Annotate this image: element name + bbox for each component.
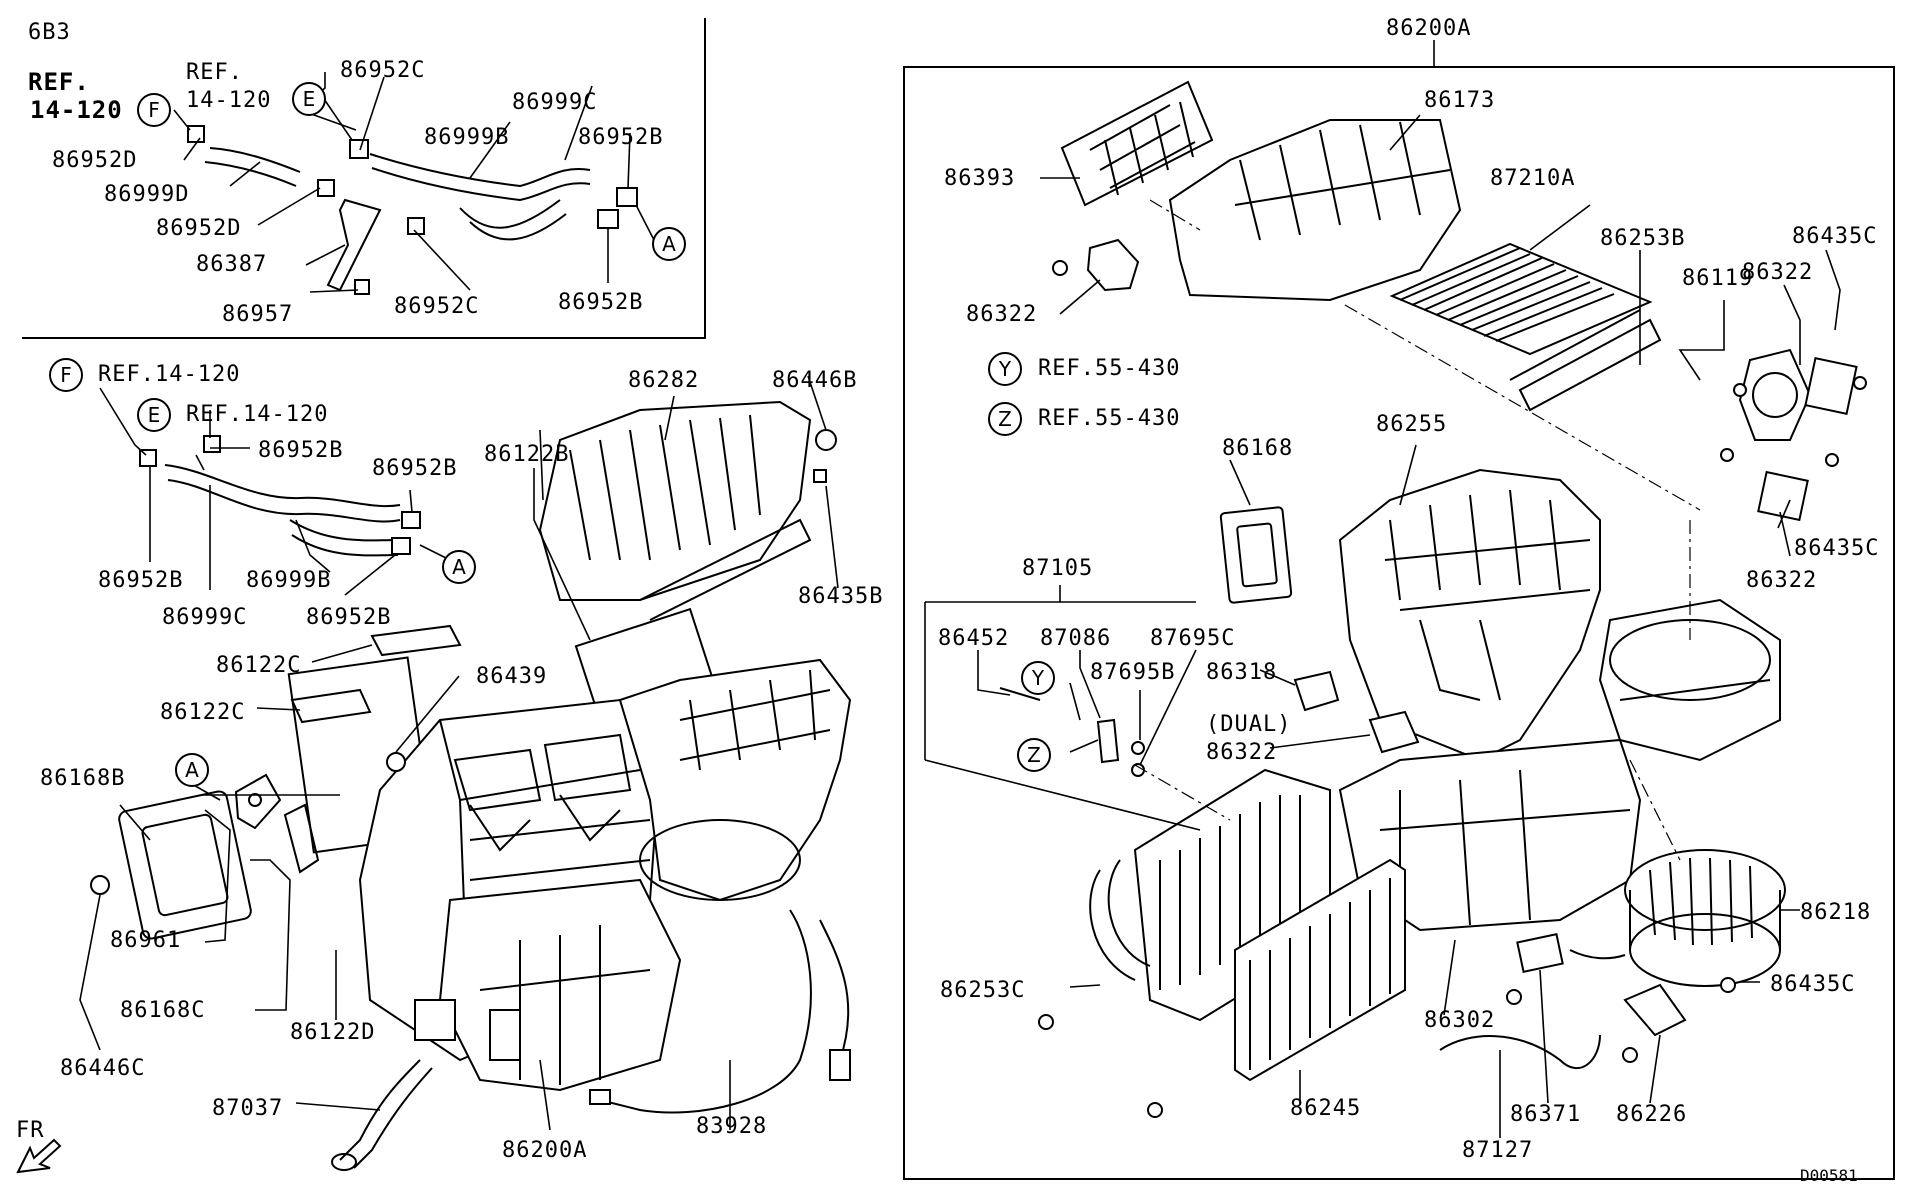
part-label-86318: 86318 — [1206, 660, 1278, 685]
part-label-86322: 86322 — [966, 302, 1038, 327]
fr-arrow — [16, 1138, 62, 1174]
part-label-86253B: 86253B — [1600, 226, 1686, 251]
part-label-86952B: 86952B — [578, 125, 664, 150]
figure-code: D00581 — [1800, 1166, 1858, 1185]
callout-a: A — [652, 227, 686, 261]
part-label-87695C: 87695C — [1150, 626, 1236, 651]
right-assembly — [999, 80, 1867, 1118]
part-label-86446B: 86446B — [772, 368, 858, 393]
ref-label: REF. — [186, 60, 243, 85]
part-label-86999C: 86999C — [162, 605, 248, 630]
ref-z: REF.55-430 — [1038, 406, 1181, 431]
part-label-86387: 86387 — [196, 252, 268, 277]
part-label-86446C: 86446C — [60, 1056, 146, 1081]
ref-y: REF.55-430 — [1038, 356, 1181, 381]
part-label-87086: 87086 — [1040, 626, 1112, 651]
part-label-86952B: 86952B — [98, 568, 184, 593]
part-label-86439: 86439 — [476, 664, 548, 689]
part-label-86168C: 86168C — [120, 998, 206, 1023]
part-label-86435C: 86435C — [1792, 224, 1878, 249]
part-label-86245: 86245 — [1290, 1096, 1362, 1121]
callout-f: F — [49, 358, 83, 392]
callout-a: A — [442, 550, 476, 584]
part-label-86435C: 86435C — [1770, 972, 1856, 997]
ref-number: 14-120 — [186, 88, 272, 113]
part-label-86322: 86322 — [1206, 740, 1278, 765]
part-label-86952C: 86952C — [340, 58, 426, 83]
callout-z: Z — [988, 402, 1022, 436]
part-label-87695B: 87695B — [1090, 660, 1176, 685]
dual-label: (DUAL) — [1206, 712, 1292, 737]
inset-hoses — [187, 125, 638, 295]
part-label-86999B: 86999B — [246, 568, 332, 593]
part-label-86957: 86957 — [222, 302, 294, 327]
part-label-86322: 86322 — [1746, 568, 1818, 593]
part-label-87127: 87127 — [1462, 1138, 1534, 1163]
part-label-86168B: 86168B — [40, 766, 126, 791]
part-label-86226: 86226 — [1616, 1102, 1688, 1127]
callout-y: Y — [1021, 661, 1055, 695]
part-label-86952B: 86952B — [306, 605, 392, 630]
part-label-86200A: 86200A — [1386, 16, 1472, 41]
assembly-frame — [903, 66, 1895, 1180]
part-label-86302: 86302 — [1424, 1008, 1496, 1033]
left-heater-unit — [90, 400, 852, 1171]
callout-e: E — [137, 398, 171, 432]
part-label-86435C: 86435C — [1794, 536, 1880, 561]
callout-a: A — [175, 753, 209, 787]
part-label-86999B: 86999B — [424, 125, 510, 150]
part-label-86122C: 86122C — [160, 700, 246, 725]
callout-y: Y — [988, 352, 1022, 386]
part-label-86119: 86119 — [1682, 266, 1754, 291]
part-label-86371: 86371 — [1510, 1102, 1582, 1127]
part-label-86253C: 86253C — [940, 978, 1026, 1003]
ref-e: REF.14-120 — [186, 402, 329, 427]
inset-frame — [22, 18, 706, 339]
fr-label: FR — [16, 1118, 45, 1143]
part-label-86122C: 86122C — [216, 653, 302, 678]
part-label-86435B: 86435B — [798, 584, 884, 609]
part-label-86952B: 86952B — [372, 456, 458, 481]
callout-f: F — [137, 93, 171, 127]
part-label-86393: 86393 — [944, 166, 1016, 191]
part-label-86999D: 86999D — [104, 182, 190, 207]
part-label-86999C: 86999C — [512, 90, 598, 115]
callout-z: Z — [1017, 738, 1051, 772]
part-label-86961: 86961 — [110, 928, 182, 953]
part-label-86122D: 86122D — [290, 1020, 376, 1045]
part-label-86168: 86168 — [1222, 436, 1294, 461]
part-label-86952B: 86952B — [258, 438, 344, 463]
part-label-87210A: 87210A — [1490, 166, 1576, 191]
part-label-86173: 86173 — [1424, 88, 1496, 113]
part-label-87105: 87105 — [1022, 556, 1094, 581]
section-code: 6B3 — [28, 20, 71, 45]
left-hoses — [139, 435, 421, 557]
ref-f: REF.14-120 — [98, 362, 241, 387]
ref-label: REF. — [28, 68, 90, 96]
callout-e: E — [292, 82, 326, 116]
part-label-86952D: 86952D — [156, 216, 242, 241]
part-label-86452: 86452 — [938, 626, 1010, 651]
ref-number: 14-120 — [30, 96, 123, 124]
part-label-86952D: 86952D — [52, 148, 138, 173]
part-label-86218: 86218 — [1800, 900, 1872, 925]
part-label-86952B: 86952B — [558, 290, 644, 315]
part-label-86122B: 86122B — [484, 442, 570, 467]
part-label-86255: 86255 — [1376, 412, 1448, 437]
part-label-83928: 83928 — [696, 1114, 768, 1139]
part-label-86200A: 86200A — [502, 1138, 588, 1163]
part-label-86282: 86282 — [628, 368, 700, 393]
part-label-86952C: 86952C — [394, 294, 480, 319]
part-label-87037: 87037 — [212, 1096, 284, 1121]
part-label-86322: 86322 — [1742, 260, 1814, 285]
